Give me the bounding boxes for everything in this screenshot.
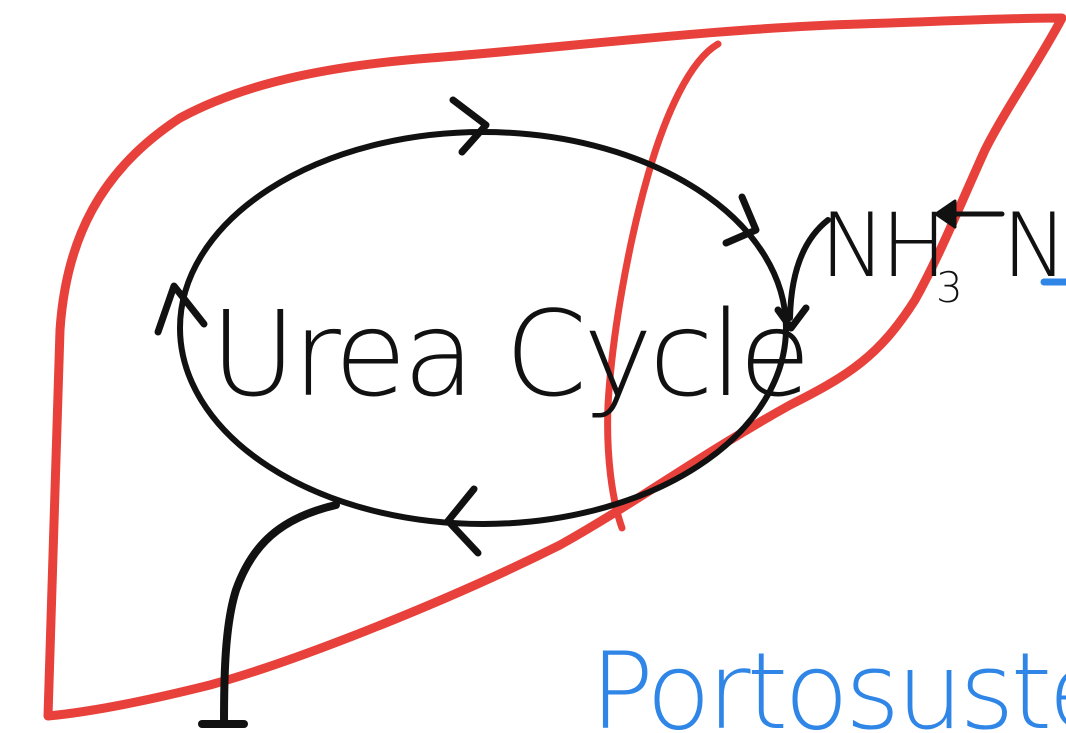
curved-arrow-icon [787,217,831,321]
top-arrow-icon [449,96,490,156]
ammonia-label: NH [820,194,942,297]
ammonia-source-arrowhead-icon [934,199,957,229]
urea-cycle-label: Urea Cycle [210,285,807,423]
bottom-arrow-icon [444,485,482,557]
portosystemic-label: Portosuste [590,630,1066,733]
upper-right-arrow-icon [722,193,760,247]
liver-lobe-line [604,40,722,532]
left-arrow-icon [154,282,208,336]
liver-outline [43,13,1066,721]
curved-arrow-head-icon [774,304,810,332]
ammonia-subscript: 3 [936,263,963,312]
down-arrow-icon [220,501,340,727]
